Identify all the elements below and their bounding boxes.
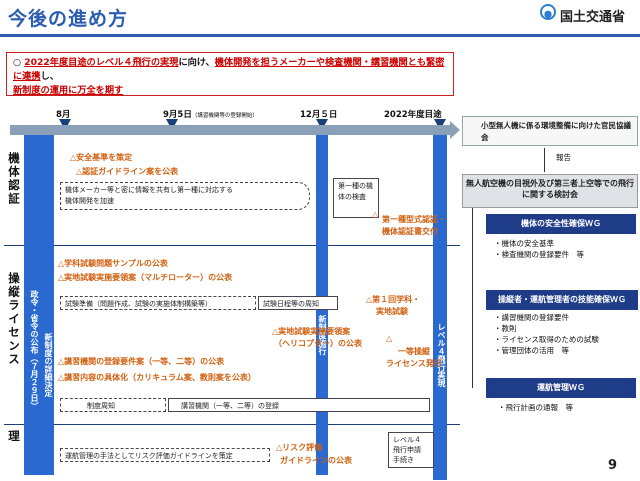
license-item-2: △実地試験実施要領案（マルチローター）の公表 — [58, 273, 233, 282]
milestone-sep5: 9月5日（講習機関等の登録開始） — [163, 108, 258, 120]
summary-t2: に向け、 — [178, 57, 215, 68]
kitai-dev-text2: 機体開発を加速 — [65, 197, 114, 205]
kitai-item-3a: 第一種型式認証・ — [382, 215, 446, 224]
timeline-arrow — [10, 125, 450, 135]
right-study-box: 無人航空機の目視外及び第三者上空等での飛行に関する検討会 — [462, 174, 638, 208]
unko-item-1b: ガイドラインの公表 — [280, 456, 352, 465]
summary-box: ○ 2022年度目途のレベル４飛行の実現に向け、機体開発を担うメーカーや検査機関… — [6, 52, 454, 96]
summary-t5: 新制度の運用に万全を期す — [13, 85, 124, 96]
right-wg2-item-2: ・教則 — [494, 324, 517, 333]
unko-item-1a: △リスク評価 — [276, 443, 323, 452]
kitai-dev-text1: 機体メーカー等と密に情報を共有し第一種に対応する — [65, 186, 233, 194]
section-divider-1 — [4, 245, 460, 246]
section-label-license: 操縦ライセンス — [7, 272, 21, 367]
right-tree-line — [472, 208, 473, 388]
right-wg2-item-4: ・管理団体の活用 等 — [494, 346, 569, 355]
unko-apply-2: 飛行申請 — [393, 446, 421, 454]
milestone-aug: 8月 — [56, 110, 71, 120]
summary-t4: し、 — [40, 71, 59, 82]
license-item-5-marker: △ — [386, 334, 393, 343]
unko-apply-3: 手続き — [393, 456, 414, 464]
milestone-dec5: 12月５日 — [300, 110, 338, 120]
license-shuchi-box: 制度周知 — [60, 398, 166, 412]
column-shousai: 新制度の詳細決定 — [40, 135, 54, 475]
kitai-item-3b: 機体認証書交付 — [382, 227, 438, 236]
license-item-1: △学科試験問題サンプルの公表 — [58, 259, 168, 268]
right-council-box: 小型無人機に係る環境整備に向けた官民協議会 — [462, 116, 638, 146]
right-report-connector — [544, 148, 545, 172]
header-divider — [0, 34, 640, 37]
column-shikou-label: 新制度施行 — [318, 315, 327, 355]
column-level4: レベル４飛行実現 — [433, 135, 447, 480]
column-seirei-label: 政令・省令の公布（７月２９日） — [30, 290, 39, 410]
license-item-7: △講習内容の具体化（カリキュラム案、教則案を公表） — [58, 373, 256, 382]
unko-apply-1: レベル４ — [393, 436, 421, 444]
right-wg3-item-1: ・飛行計画の通報 等 — [498, 403, 573, 412]
kitai-dev-box: 機体メーカー等と密に情報を共有し第一種に対応する機体開発を加速 — [60, 182, 310, 210]
license-prep-box: 試験準備（問題作成、試験の実施体制構築等） — [60, 296, 256, 310]
column-level4-label: レベル４飛行実現 — [437, 323, 446, 387]
column-shousai-label: 新制度の詳細決定 — [44, 333, 53, 397]
ministry-logo-icon — [540, 4, 556, 20]
right-report-label: 報告 — [556, 153, 571, 162]
license-item-3a: △第１回学科・ — [366, 295, 421, 304]
kitai-item-2: △認証ガイドライン案を公表 — [76, 167, 179, 176]
right-wg1: 機体の安全性確保ＷＧ — [486, 214, 636, 234]
license-schedule-box: 試験日程等の周知 — [258, 296, 338, 310]
milestone-aug-marker-icon — [59, 119, 71, 130]
license-item-5a: 一等操縦 — [398, 347, 430, 356]
org-name: 国土交通省 — [560, 10, 626, 25]
license-item-4b: （ヘリコプター）の公表 — [274, 339, 362, 348]
license-item-5b: ライセンス発行 — [386, 359, 442, 368]
right-wg1-item-2: ・検査機関の登録要件 等 — [494, 250, 584, 259]
unko-guideline-box: 運航管理の手法としてリスク評価ガイドラインを策定 — [60, 448, 270, 462]
summary-bullet: ○ — [13, 57, 22, 68]
page-number: 9 — [608, 458, 618, 473]
right-wg2-item-1: ・講習機関の登録要件 — [494, 313, 569, 322]
right-wg2-item-3: ・ライセンス取得のための試験 — [494, 335, 599, 344]
page-title: 今後の進め方 — [8, 8, 129, 30]
kitai-item-3-marker: △ — [372, 210, 379, 219]
right-wg3: 運航管理ＷＧ — [486, 378, 636, 398]
license-item-4a: △実地試験実施要領案 — [272, 327, 351, 336]
column-seirei: 政令・省令の公布（７月２９日） — [24, 135, 40, 475]
license-item-6: △講習機関の登録要件案（一等、二等）の公表 — [58, 357, 225, 366]
unko-apply-box: レベル４ 飛行申請手続き — [388, 432, 434, 468]
license-register-box: 講習機関（一等、二等）の登録 — [168, 398, 430, 412]
milestone-sep5-label: 9月5日 — [163, 110, 192, 120]
license-item-3b: 実地試験 — [376, 307, 408, 316]
right-wg2: 操縦者・運航管理者の技能確保ＷＧ — [486, 290, 638, 310]
section-label-kitai: 機体認証 — [7, 152, 21, 206]
kitai-item-1: △安全基準を策定 — [70, 153, 133, 162]
right-wg1-item-1: ・機体の安全基準 — [494, 239, 554, 248]
milestone-fy2022-marker-icon — [434, 119, 446, 130]
milestone-sep5-marker-icon — [166, 119, 178, 130]
summary-t3: 機体開発を担うメーカーや検査機関・講習機関とも緊密に連携 — [13, 57, 445, 82]
milestone-sep5-note: （講習機関等の登録開始） — [191, 113, 258, 119]
milestone-dec5-marker-icon — [316, 119, 328, 130]
timeline-arrowhead-icon — [450, 121, 460, 139]
summary-t1: 2022年度目途のレベル４飛行の実現 — [24, 57, 179, 68]
kitai-inspect-box: 第一種の機体の検査 — [333, 178, 379, 218]
section-divider-2 — [4, 424, 460, 425]
milestone-fy2022: 2022年度目途 — [384, 110, 442, 120]
